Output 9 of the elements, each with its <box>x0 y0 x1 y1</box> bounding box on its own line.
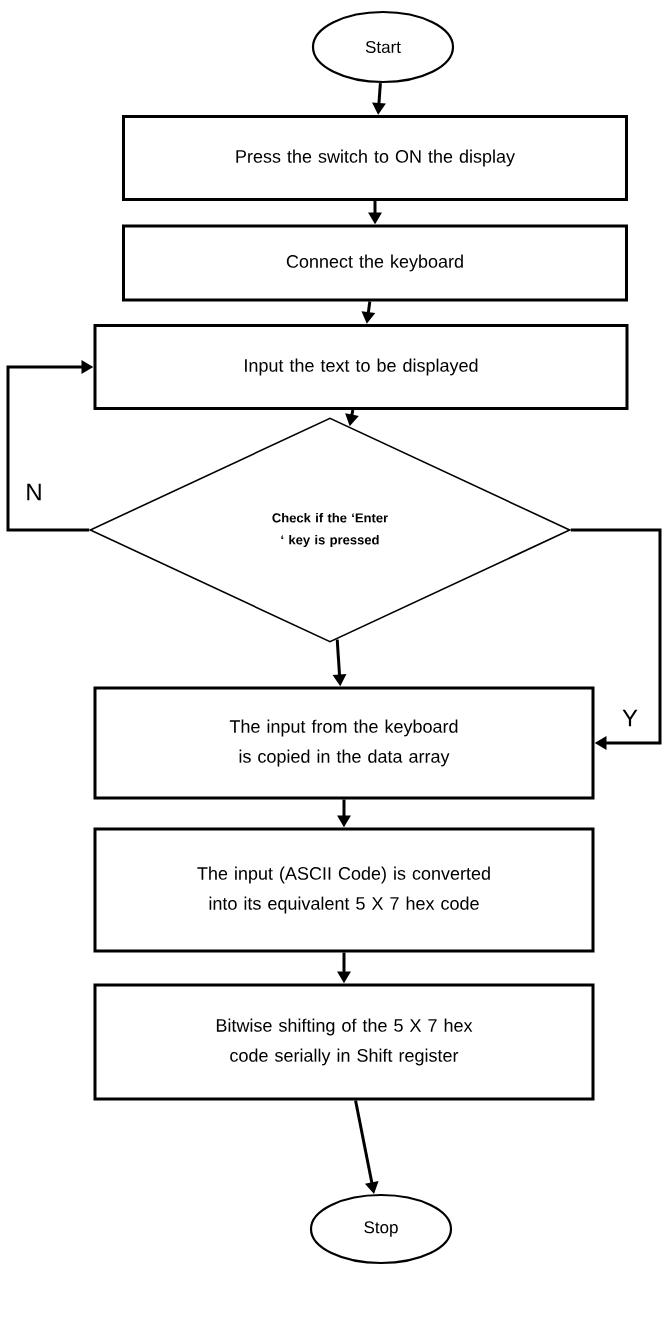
edge-label: Y <box>622 709 638 727</box>
process-box: Input the text to be displayed <box>93 324 629 410</box>
process-box: Press the switch to ON the display <box>122 115 628 201</box>
process-box: The input (ASCII Code) is converted into its equivalent 5 X 7 hex code <box>93 827 595 953</box>
arrow <box>570 528 662 750</box>
process-box: Connect the keyboard <box>122 224 628 302</box>
edge-label: N <box>27 483 41 501</box>
process-box: Bitwise shifting of the 5 X 7 hex code serially in Shift register <box>93 983 595 1101</box>
process-box: The input from the keyboard is copied in the data array <box>93 686 595 800</box>
